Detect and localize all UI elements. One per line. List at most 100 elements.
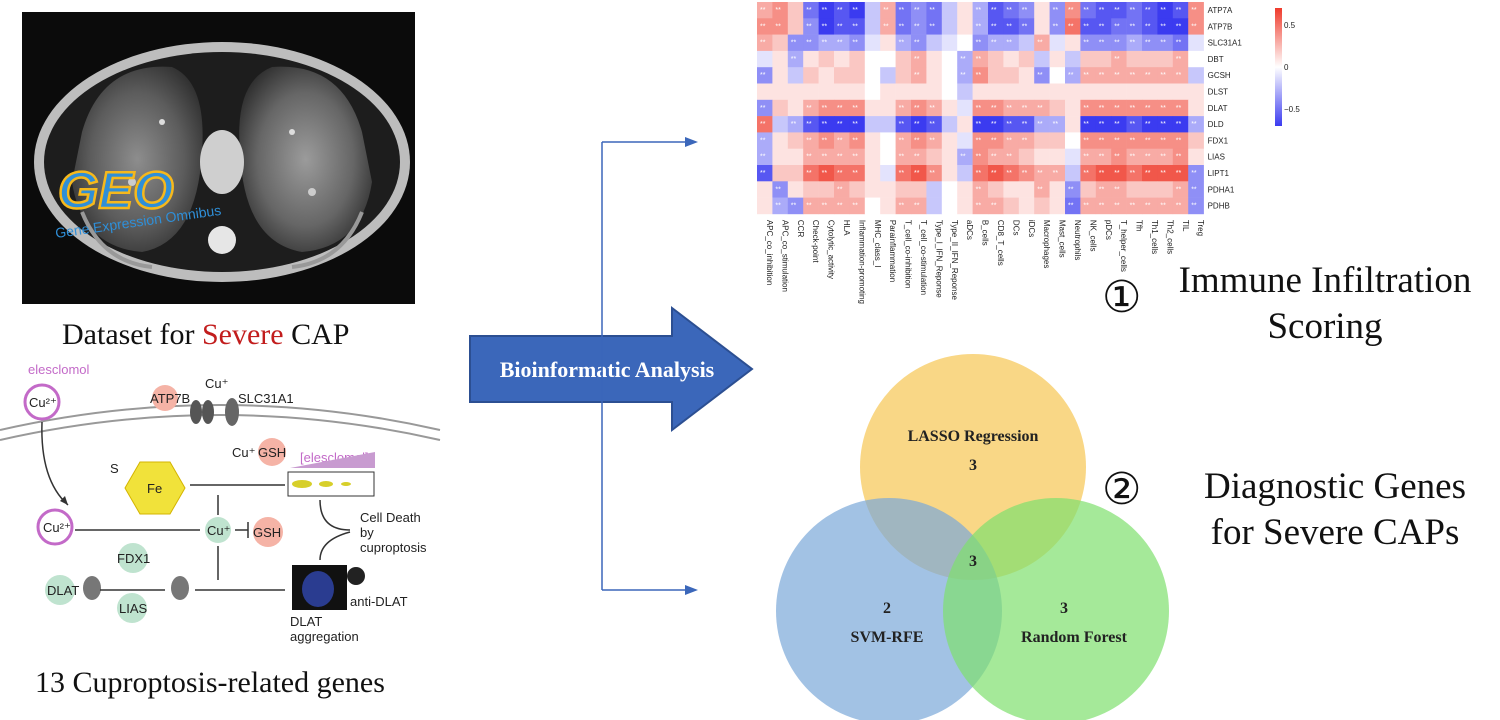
significance-star: ** <box>976 7 982 14</box>
heatmap-cell <box>1080 181 1097 198</box>
heatmap-col-label: Th2_cells <box>1165 220 1174 254</box>
heatmap-cell <box>1034 34 1050 52</box>
svg-text:cuproptosis: cuproptosis <box>360 540 427 555</box>
significance-star: ** <box>1083 72 1089 79</box>
significance-star: ** <box>1099 186 1105 193</box>
heatmap-cell <box>880 197 896 215</box>
heatmap-cell <box>1003 181 1020 198</box>
heatmap-cell <box>1080 50 1097 68</box>
heatmap-cell <box>1172 34 1189 52</box>
dataset-caption: Dataset for Severe CAP <box>62 318 350 351</box>
heatmap-cell <box>988 132 1004 149</box>
significance-star: ** <box>1099 105 1105 112</box>
significance-star: ** <box>883 7 889 14</box>
significance-star: ** <box>1053 121 1059 128</box>
significance-star: ** <box>1022 121 1028 128</box>
heatmap-col-label: DCs <box>1011 220 1020 236</box>
heatmap-cell <box>1172 50 1189 68</box>
heatmap-cell <box>1126 18 1143 35</box>
heatmap-cell <box>926 197 943 215</box>
heatmap-col-label: APC_co_inhibition <box>765 220 774 285</box>
heatmap-col-label: Treg <box>1196 220 1205 236</box>
heatmap-cell <box>988 148 1004 166</box>
heatmap-cell <box>880 83 896 101</box>
colorbar-tick: 0.5 <box>1284 21 1296 30</box>
heatmap-cell <box>1188 116 1204 133</box>
significance-star: ** <box>929 137 935 144</box>
heatmap-cell <box>818 18 835 35</box>
heatmap-cell <box>1111 148 1127 166</box>
heatmap-cell <box>803 165 819 182</box>
heatmap-cell <box>787 165 804 182</box>
heatmap-cell <box>880 99 896 117</box>
heatmap-cell <box>911 34 927 52</box>
heatmap-cell <box>772 148 789 166</box>
significance-star: ** <box>1037 170 1043 177</box>
significance-star: ** <box>899 23 905 30</box>
heatmap-col-label: B_cells <box>981 220 990 246</box>
heatmap-cell <box>787 2 804 19</box>
heatmap-cell <box>1157 165 1174 182</box>
heatmap-cell <box>757 181 773 198</box>
svg-text:GSH: GSH <box>258 445 286 460</box>
significance-star: ** <box>1160 203 1166 210</box>
heatmap-col-label: Macrophages <box>1042 220 1051 268</box>
heatmap-cell <box>1018 83 1035 101</box>
heatmap-cell <box>1157 148 1174 166</box>
heatmap-cell <box>818 50 835 68</box>
heatmap-cell <box>926 116 943 133</box>
heatmap-cell <box>1172 2 1189 19</box>
heatmap-cell <box>834 197 850 215</box>
heatmap-cell <box>864 197 881 215</box>
significance-star: ** <box>822 23 828 30</box>
significance-star: ** <box>1130 203 1136 210</box>
heatmap-cell <box>1126 99 1143 117</box>
heatmap-cell <box>787 99 804 117</box>
significance-star: ** <box>1114 186 1120 193</box>
significance-star: ** <box>1099 72 1105 79</box>
heatmap-cell <box>911 148 927 166</box>
heatmap-cell <box>1188 148 1204 166</box>
heatmap-cell <box>1018 50 1035 68</box>
svg-text:LIAS: LIAS <box>119 601 148 616</box>
significance-star: ** <box>1037 105 1043 112</box>
significance-star: ** <box>822 7 828 14</box>
heatmap-row-label: DLAT <box>1208 104 1228 113</box>
significance-star: ** <box>976 105 982 112</box>
significance-star: ** <box>806 105 812 112</box>
significance-star: ** <box>822 154 828 161</box>
significance-star: ** <box>1022 137 1028 144</box>
significance-star: ** <box>791 121 797 128</box>
significance-star: ** <box>976 154 982 161</box>
significance-star: ** <box>1099 40 1105 47</box>
significance-star: ** <box>1160 121 1166 128</box>
heatmap-cell <box>1142 2 1158 19</box>
heatmap-cell <box>772 132 789 149</box>
heatmap-cell <box>818 132 835 149</box>
heatmap-cell <box>787 197 804 215</box>
heatmap-cell <box>803 148 819 166</box>
heatmap-cell <box>1080 197 1097 215</box>
significance-star: ** <box>1130 72 1136 79</box>
heatmap-row-label: SLC31A1 <box>1208 39 1243 48</box>
significance-star: ** <box>1176 137 1182 144</box>
heatmap-cell <box>1095 148 1112 166</box>
heatmap-cell <box>972 83 989 101</box>
significance-star: ** <box>1053 170 1059 177</box>
significance-star: ** <box>1176 170 1182 177</box>
heatmap-cell <box>1080 83 1097 101</box>
heatmap-cell <box>1034 116 1050 133</box>
heatmap-cell <box>1188 50 1204 68</box>
heatmap-cell <box>803 18 819 35</box>
significance-star: ** <box>775 186 781 193</box>
significance-star: ** <box>1053 23 1059 30</box>
significance-star: ** <box>1145 203 1151 210</box>
significance-star: ** <box>1114 203 1120 210</box>
heatmap-row-label: DLST <box>1208 88 1229 97</box>
significance-star: ** <box>1160 105 1166 112</box>
heatmap-cell <box>895 67 912 84</box>
significance-star: ** <box>991 137 997 144</box>
heatmap-cell <box>787 148 804 166</box>
heatmap-cell <box>1018 18 1035 35</box>
significance-star: ** <box>775 203 781 210</box>
